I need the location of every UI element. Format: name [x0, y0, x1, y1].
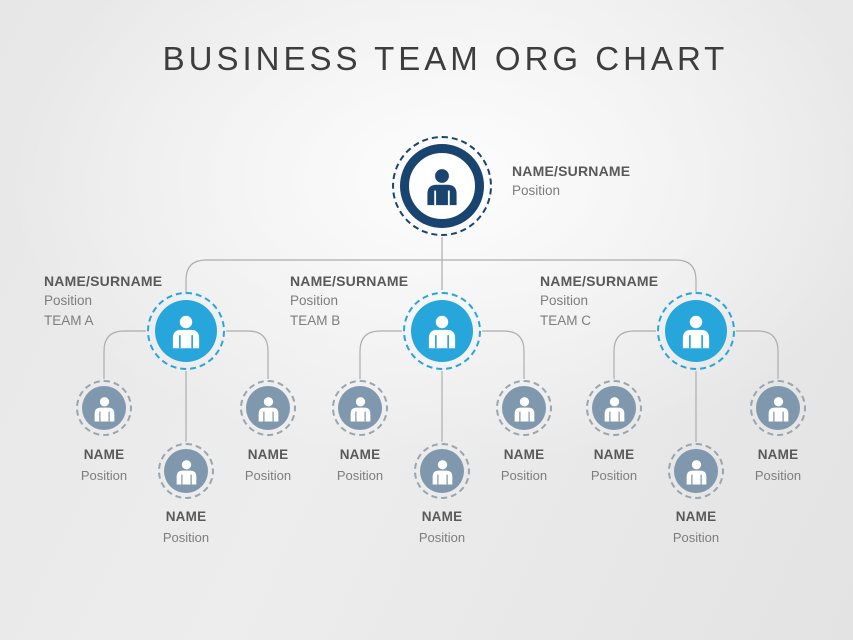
member-name: NAME [83, 447, 125, 462]
team-a-member-3-label: NAME Position [198, 444, 338, 486]
member-position: Position [162, 530, 210, 545]
person-icon [91, 395, 118, 422]
team-b-node-disc [411, 300, 473, 362]
person-icon [255, 395, 282, 422]
team-a-node [147, 292, 225, 370]
team-c-member-2-node [668, 443, 724, 499]
team-b-node [403, 292, 481, 370]
team-a-node-disc [155, 300, 217, 362]
team-c-team-label: TEAM C [540, 313, 592, 328]
team-b-name: NAME/SURNAME [290, 273, 409, 289]
team-b-member-1-label: NAME Position [290, 444, 430, 486]
team-c-member-3-node [750, 380, 806, 436]
team-b-position: Position [290, 293, 339, 308]
member-name: NAME [165, 509, 207, 524]
member-position: Position [590, 468, 638, 483]
team-b-member-1-node [332, 380, 388, 436]
team-b-member-2-label: NAME Position [372, 506, 512, 548]
team-a-member-1-node [76, 380, 132, 436]
page-title: BUSINESS TEAM ORG CHART [162, 40, 729, 77]
team-a-member-1-label: NAME Position [34, 444, 174, 486]
member-node-disc [674, 449, 718, 493]
person-icon [422, 166, 462, 206]
person-icon [683, 458, 710, 485]
team-c-position: Position [540, 293, 589, 308]
member-position: Position [500, 468, 548, 483]
member-position: Position [418, 530, 466, 545]
person-icon [429, 458, 456, 485]
person-icon [601, 395, 628, 422]
person-icon [765, 395, 792, 422]
person-icon [424, 313, 460, 349]
team-c-member-2-label: NAME Position [626, 506, 766, 548]
member-position: Position [672, 530, 720, 545]
member-node-disc [246, 386, 290, 430]
team-c-member-3-label: NAME Position [708, 444, 848, 486]
member-node-disc [592, 386, 636, 430]
person-icon [168, 313, 204, 349]
team-c-name: NAME/SURNAME [540, 273, 659, 289]
team-c-label: NAME/SURNAME Position TEAM C [540, 271, 658, 331]
team-b-team-label: TEAM B [290, 313, 341, 328]
member-position: Position [244, 468, 292, 483]
team-b-label: NAME/SURNAME Position TEAM B [290, 271, 408, 331]
team-c-member-1-label: NAME Position [544, 444, 684, 486]
member-name: NAME [675, 509, 717, 524]
ceo-label: NAME/SURNAME Position [512, 161, 630, 201]
member-name: NAME [757, 447, 799, 462]
team-a-name: NAME/SURNAME [44, 273, 163, 289]
team-a-member-3-node [240, 380, 296, 436]
person-icon [678, 313, 714, 349]
team-b-member-2-node [414, 443, 470, 499]
member-position: Position [80, 468, 128, 483]
member-node-disc [756, 386, 800, 430]
ceo-node-ring [400, 144, 484, 228]
member-name: NAME [503, 447, 545, 462]
team-c-member-1-node [586, 380, 642, 436]
member-name: NAME [339, 447, 381, 462]
team-a-label: NAME/SURNAME Position TEAM A [44, 271, 162, 331]
team-c-node-disc [665, 300, 727, 362]
ceo-name: NAME/SURNAME [512, 163, 631, 179]
ceo-node [392, 136, 492, 236]
team-a-position: Position [44, 293, 93, 308]
member-name: NAME [421, 509, 463, 524]
person-icon [173, 458, 200, 485]
person-icon [347, 395, 374, 422]
member-position: Position [336, 468, 384, 483]
ceo-position: Position [512, 183, 561, 198]
team-c-node [657, 292, 735, 370]
team-a-member-2-label: NAME Position [116, 506, 256, 548]
member-name: NAME [593, 447, 635, 462]
team-b-member-3-label: NAME Position [454, 444, 594, 486]
member-node-disc [338, 386, 382, 430]
person-icon [511, 395, 538, 422]
member-name: NAME [247, 447, 289, 462]
member-node-disc [502, 386, 546, 430]
member-node-disc [82, 386, 126, 430]
team-a-team-label: TEAM A [44, 313, 94, 328]
member-node-disc [420, 449, 464, 493]
team-b-member-3-node [496, 380, 552, 436]
member-node-disc [164, 449, 208, 493]
team-a-member-2-node [158, 443, 214, 499]
member-position: Position [754, 468, 802, 483]
